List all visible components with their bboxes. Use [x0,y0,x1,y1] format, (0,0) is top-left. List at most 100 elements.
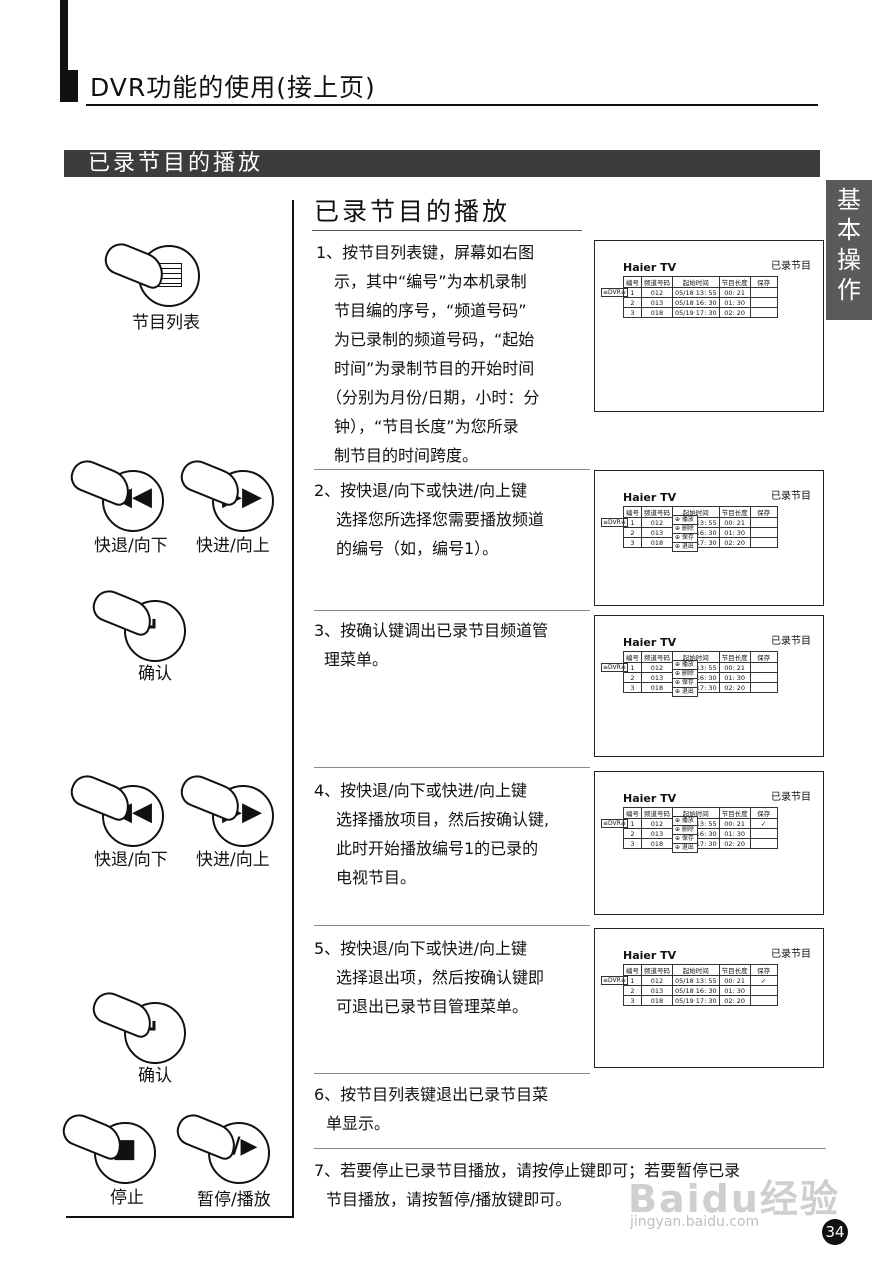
cell: 012 [641,287,673,298]
cell: 1 [623,287,642,298]
cell: 1 [623,975,642,986]
column-header: 频道号码 [641,807,673,819]
column-header: 起始时间 [672,964,720,976]
rewind-label-2: 快退/向下 [94,850,168,870]
manage-menu: ⊕ 播放 ⊕ 删除 ⊕ 保存 ⊕ 退出 [672,816,698,853]
cell: 018 [641,995,673,1006]
column-header: 保存 [749,506,778,518]
cell: 00: 21 [718,975,751,986]
step-1-line: （分别为月份/日期，小时：分 [326,388,540,407]
step-5-line: 可退出已录节目管理菜单。 [336,997,529,1016]
column-header: 频道号码 [641,276,673,288]
cell: 05/19 17: 30 [672,307,720,318]
column-header: 节目长度 [718,651,751,663]
cell: 018 [641,307,673,318]
column-header: 频道号码 [641,506,673,518]
column-header: 编号 [623,506,642,518]
cell: 2 [623,672,642,683]
step-1-line: 制节目的时间跨度。 [334,446,479,465]
cell: 05/18 13: 55 [672,975,720,986]
section-bar: 已录节目的播放 [64,150,820,177]
forward-button-1: ▶▶ [176,455,280,532]
column-header: 保存 [749,651,778,663]
screen-title: 已录节目 [771,792,811,803]
brand: Haier TV [623,491,677,504]
ok-label-2: 确认 [138,1066,172,1086]
section-title: 已录节目的播放 [88,151,264,176]
separator [314,767,590,768]
column-header: 编号 [623,651,642,663]
cell: 012 [641,975,673,986]
step-7-line: 节目播放，请按暂停/播放键即可。 [326,1190,572,1209]
cell: 01: 30 [718,828,751,839]
subsection-rule [312,230,582,231]
cell: 018 [641,682,673,693]
table-header: 编号频道号码起始时间节目长度保存 [623,506,778,518]
column-header: 保存 [749,964,778,976]
column-header: 编号 [623,807,642,819]
cell: 00: 21 [718,287,751,298]
bottom-rule [66,1216,294,1218]
cell: 2 [623,828,642,839]
column-header: 保存 [749,807,778,819]
screen-title: 已录节目 [771,491,811,502]
page-title: DVR功能的使用(接上页) [90,73,376,102]
cell: 3 [623,995,642,1006]
forward-button-2: ▶▶ [176,770,280,847]
step-6-line: 单显示。 [326,1114,391,1133]
pause-play-label: 暂停/播放 [197,1190,271,1210]
cell: 013 [641,985,673,996]
cell: 012 [641,818,673,829]
step-5-line: 5、按快退/向下或快进/向上键 [314,939,527,958]
cell [749,287,778,298]
separator [314,610,590,611]
column-header: 频道号码 [641,964,673,976]
separator [314,1148,826,1149]
step-1-line: 时间”为录制节目的开始时间 [334,359,535,378]
cell: 013 [641,527,673,538]
page-number: 34 [822,1219,848,1245]
cell: 02: 20 [718,537,751,548]
step-7-line: 7、若要停止已录节目播放，请按停止键即可；若要暂停已录 [314,1161,741,1180]
cell: 018 [641,537,673,548]
cell: 02: 20 [718,995,751,1006]
column-header: 节目长度 [718,506,751,518]
forward-label-1: 快进/向上 [196,536,270,556]
header-block [60,70,78,102]
manage-menu: ⊕ 播放 ⊕ 删除 ⊕ 保存 ⊕ 退出 [672,515,698,552]
cell: 02: 20 [718,307,751,318]
cell: 1 [623,818,642,829]
column-header: 节目长度 [718,276,751,288]
cell: 2 [623,297,642,308]
step-5: 5、按快退/向下或快进/向上键 选择退出项，然后按确认键即 可退出已录节目管理菜… [314,934,594,1021]
brand: Haier TV [623,636,677,649]
table-header: 编号频道号码起始时间节目长度保存 [623,651,778,663]
brand: Haier TV [623,792,677,805]
forward-label-2: 快进/向上 [196,850,270,870]
step-4-line: 电视节目。 [336,868,417,887]
cell: 05/18 16: 30 [672,985,720,996]
cell: 013 [641,672,673,683]
step-2: 2、按快退/向下或快进/向上键 选择您所选择您需要播放频道 的编号（如，编号1）… [314,476,594,563]
cell: 01: 30 [718,672,751,683]
step-1-line: 1、按节目列表键，屏幕如右图 [316,243,535,262]
cell: 1 [623,662,642,673]
brand: Haier TV [623,949,677,962]
ok-label-1: 确认 [138,664,172,684]
rewind-button-1: ◀◀ [66,455,170,532]
side-tab-text: 基本操作 [837,186,861,304]
step-5-line: 选择退出项，然后按确认键即 [336,968,545,987]
screen-title: 已录节目 [771,636,811,647]
step-1-line: 为已录制的频道号码，“起始 [334,330,535,349]
